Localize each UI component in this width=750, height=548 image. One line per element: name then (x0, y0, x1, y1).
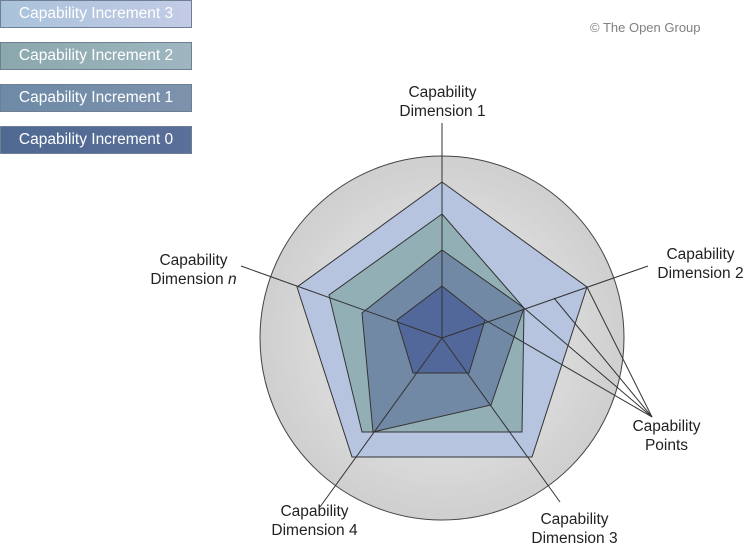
increment-0-polygon (396, 285, 486, 374)
legend-increment-3: Capability Increment 3 (0, 0, 192, 28)
axis-dimension-n (240, 265, 443, 339)
axis-dimension-3 (441, 337, 561, 503)
legend-increment-1: Capability Increment 1 (0, 84, 192, 112)
axis-dimension-4 (319, 337, 443, 508)
capability-points-leaders (484, 286, 653, 418)
legend-increment-0: Capability Increment 0 (0, 126, 192, 154)
copyright-notice: © The Open Group (590, 20, 701, 35)
axis-dimension-2 (441, 265, 649, 339)
legend-increment-2: Capability Increment 2 (0, 42, 192, 70)
label-dimension-n: Capability Dimension n (150, 252, 237, 288)
dimension-axes (240, 123, 649, 508)
